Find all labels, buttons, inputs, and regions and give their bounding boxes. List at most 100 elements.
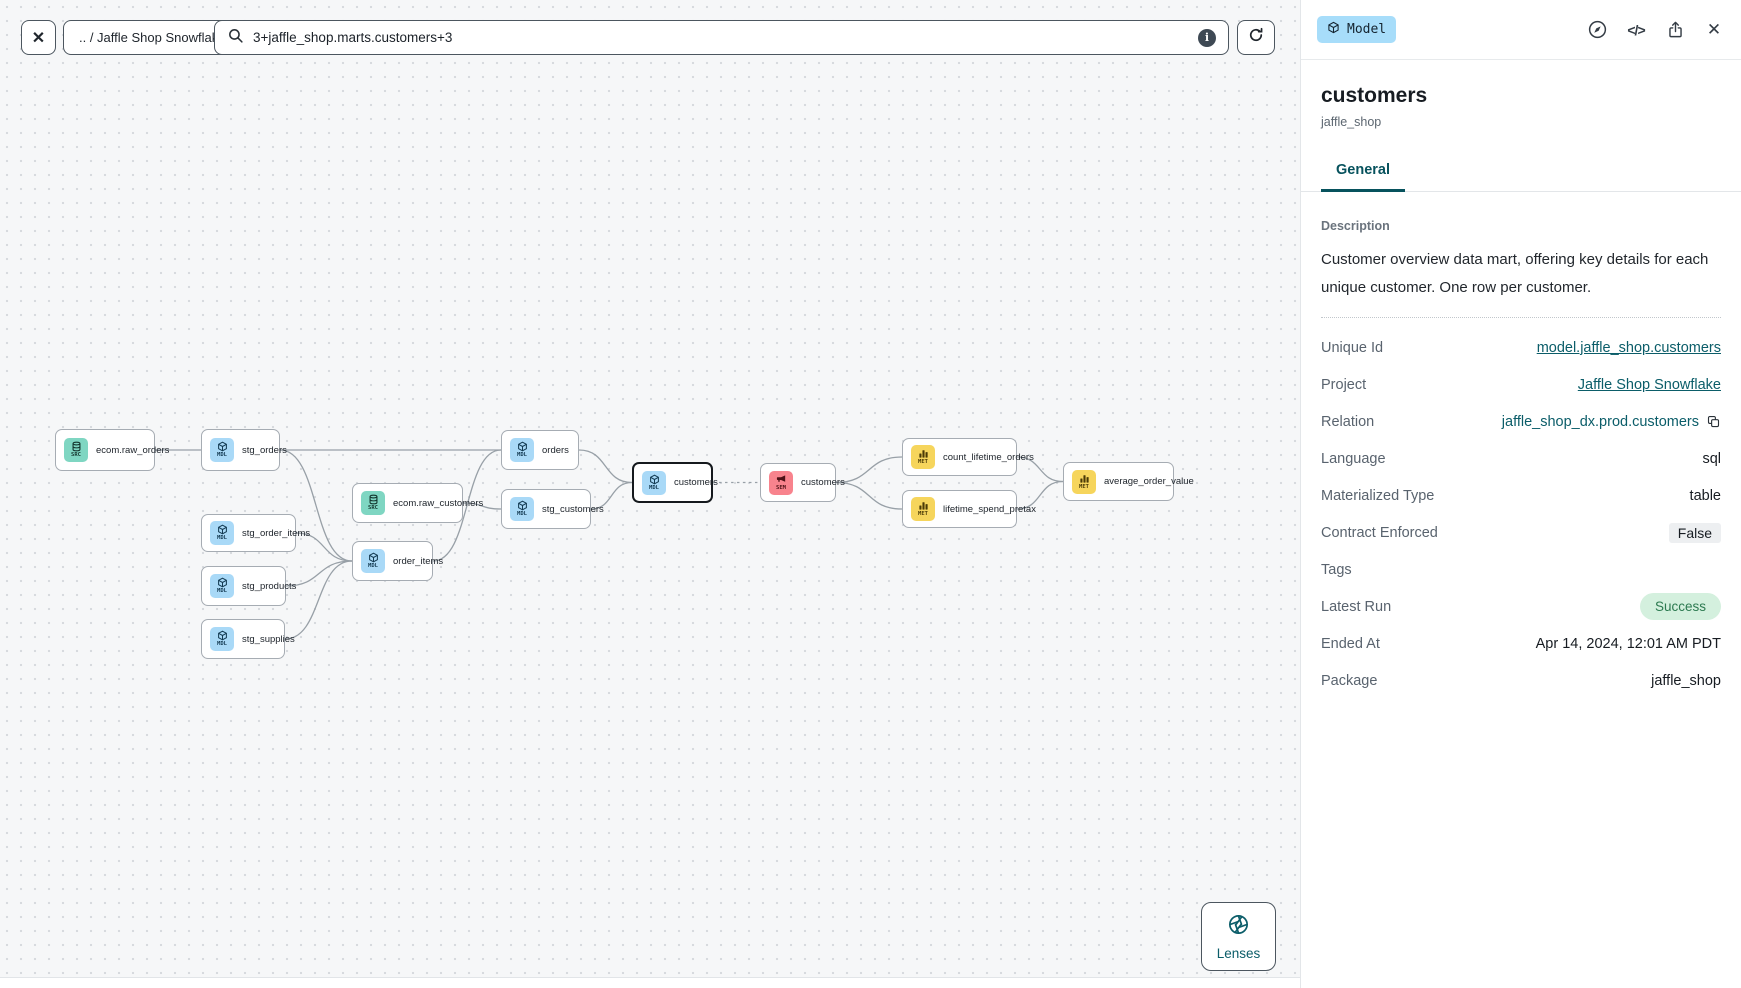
node-label: lifetime_spend_pretax [943, 503, 1036, 515]
field-value-link[interactable]: model.jaffle_shop.customers [1536, 339, 1721, 356]
graph-node-stg-order-items[interactable]: MDL stg_order_items [201, 514, 310, 552]
model-icon: MDL [510, 497, 534, 521]
copy-icon[interactable] [1706, 414, 1721, 429]
lenses-icon [1227, 913, 1250, 941]
field-value-link[interactable]: Jaffle Shop Snowflake [1577, 376, 1721, 393]
selector-search[interactable]: i [214, 20, 1229, 55]
model-icon: MDL [361, 549, 385, 573]
resource-type-label: Model [1347, 22, 1387, 37]
lenses-label: Lenses [1216, 945, 1261, 961]
node-label: customers [801, 477, 845, 488]
explore-icon[interactable] [1586, 19, 1608, 41]
share-icon[interactable] [1664, 19, 1686, 41]
metric-icon: MET [1072, 469, 1096, 494]
tab-general[interactable]: General [1321, 162, 1405, 192]
info-icon[interactable]: i [1198, 28, 1216, 47]
close-icon: ✕ [31, 29, 46, 47]
field-value: Apr 14, 2024, 12:01 AM PDT [1535, 635, 1721, 652]
model-badge-icon [1327, 21, 1340, 38]
panel-close-icon[interactable]: ✕ [1706, 19, 1722, 39]
model-icon: MDL [210, 574, 234, 598]
field-label: Contract Enforced [1321, 524, 1438, 541]
metric-icon: MET [911, 445, 935, 469]
lenses-button[interactable]: Lenses [1201, 902, 1276, 971]
search-icon [227, 27, 244, 49]
field-row-package: Package jaffle_shop [1321, 662, 1721, 699]
field-label: Ended At [1321, 635, 1380, 652]
field-label: Project [1321, 376, 1367, 393]
description-text: Customer overview data mart, offering ke… [1321, 251, 1709, 296]
node-label: stg_customers [542, 503, 604, 515]
metric-icon: MET [911, 497, 935, 521]
field-label: Language [1321, 450, 1386, 467]
status-badge: False [1668, 522, 1721, 543]
graph-node-stg-orders[interactable]: MDL stg_orders [201, 429, 287, 471]
breadcrumb[interactable]: .. / Jaffle Shop Snowflake [63, 20, 242, 55]
run-status-badge[interactable]: Success [1639, 593, 1721, 620]
semantic-model-icon: SEM [769, 470, 793, 495]
description-label: Description [1321, 219, 1390, 233]
graph-node-customers-sem[interactable]: SEM customers [760, 463, 845, 502]
node-label: stg_order_items [242, 527, 311, 539]
field-value: jaffle_shop [1651, 672, 1721, 689]
section-divider [1321, 317, 1721, 318]
field-label: Package [1321, 672, 1378, 689]
node-label: stg_supplies [242, 633, 295, 645]
graph-node-stg-products[interactable]: MDL stg_products [201, 566, 296, 606]
field-label: Relation [1321, 413, 1375, 430]
field-row-contract-enforced: Contract Enforced False [1321, 514, 1721, 551]
node-label: customers [674, 477, 718, 488]
graph-node-order-items[interactable]: MDL order_items [352, 541, 443, 581]
field-row-materialized-type: Materialized Type table [1321, 477, 1721, 514]
breadcrumb-label: .. / Jaffle Shop Snowflake [79, 30, 226, 45]
model-icon: MDL [210, 627, 234, 651]
model-icon: MDL [210, 521, 234, 545]
refresh-button[interactable] [1237, 20, 1275, 55]
node-label: ecom.raw_orders [96, 444, 170, 456]
field-label: Latest Run [1321, 598, 1392, 615]
field-label: Tags [1321, 561, 1352, 578]
field-label: Materialized Type [1321, 487, 1435, 504]
node-label: ecom.raw_customers [393, 497, 484, 509]
field-row-ended-at: Ended At Apr 14, 2024, 12:01 AM PDT [1321, 625, 1721, 662]
field-row-unique-id: Unique Id model.jaffle_shop.customers [1321, 329, 1721, 366]
field-label: Unique Id [1321, 339, 1384, 356]
graph-node-lifetime-spend-pretax[interactable]: MET lifetime_spend_pretax [902, 490, 1036, 528]
node-label: orders [542, 444, 569, 456]
refresh-icon [1247, 26, 1265, 49]
code-icon[interactable]: </> [1627, 21, 1645, 38]
field-value: sql [1702, 450, 1721, 467]
node-label: count_lifetime_orders [943, 451, 1034, 463]
close-lineage-button[interactable]: ✕ [21, 20, 56, 55]
field-row-project: Project Jaffle Shop Snowflake [1321, 366, 1721, 403]
field-row-latest-run: Latest Run Success [1321, 588, 1721, 625]
field-row-tags: Tags [1321, 551, 1721, 588]
model-icon: MDL [210, 438, 234, 462]
node-label: stg_orders [242, 444, 287, 456]
details-panel: Model </> ✕ customers jaffle_shop Genera… [1300, 0, 1741, 988]
resource-type-badge: Model [1317, 16, 1397, 43]
graph-node-stg-supplies[interactable]: MDL stg_supplies [201, 619, 295, 659]
page-title: customers [1321, 84, 1428, 107]
graph-node-average-order-value[interactable]: MET average_order_value [1063, 462, 1194, 501]
field-value: table [1689, 487, 1721, 504]
graph-node-stg-customers[interactable]: MDL stg_customers [501, 489, 604, 529]
page-subtitle: jaffle_shop [1321, 115, 1382, 129]
search-input[interactable] [253, 30, 1189, 45]
panel-actions: </> ✕ [1586, 19, 1725, 41]
node-label: stg_products [242, 580, 297, 592]
model-icon: MDL [642, 470, 666, 495]
panel-header: Model </> ✕ [1301, 0, 1741, 60]
field-row-language: Language sql [1321, 440, 1721, 477]
graph-node-customers[interactable]: MDL customers [632, 462, 718, 503]
node-label: order_items [393, 555, 444, 567]
node-label: average_order_value [1104, 476, 1194, 487]
graph-node-count-lifetime-orders[interactable]: MET count_lifetime_orders [902, 438, 1034, 476]
